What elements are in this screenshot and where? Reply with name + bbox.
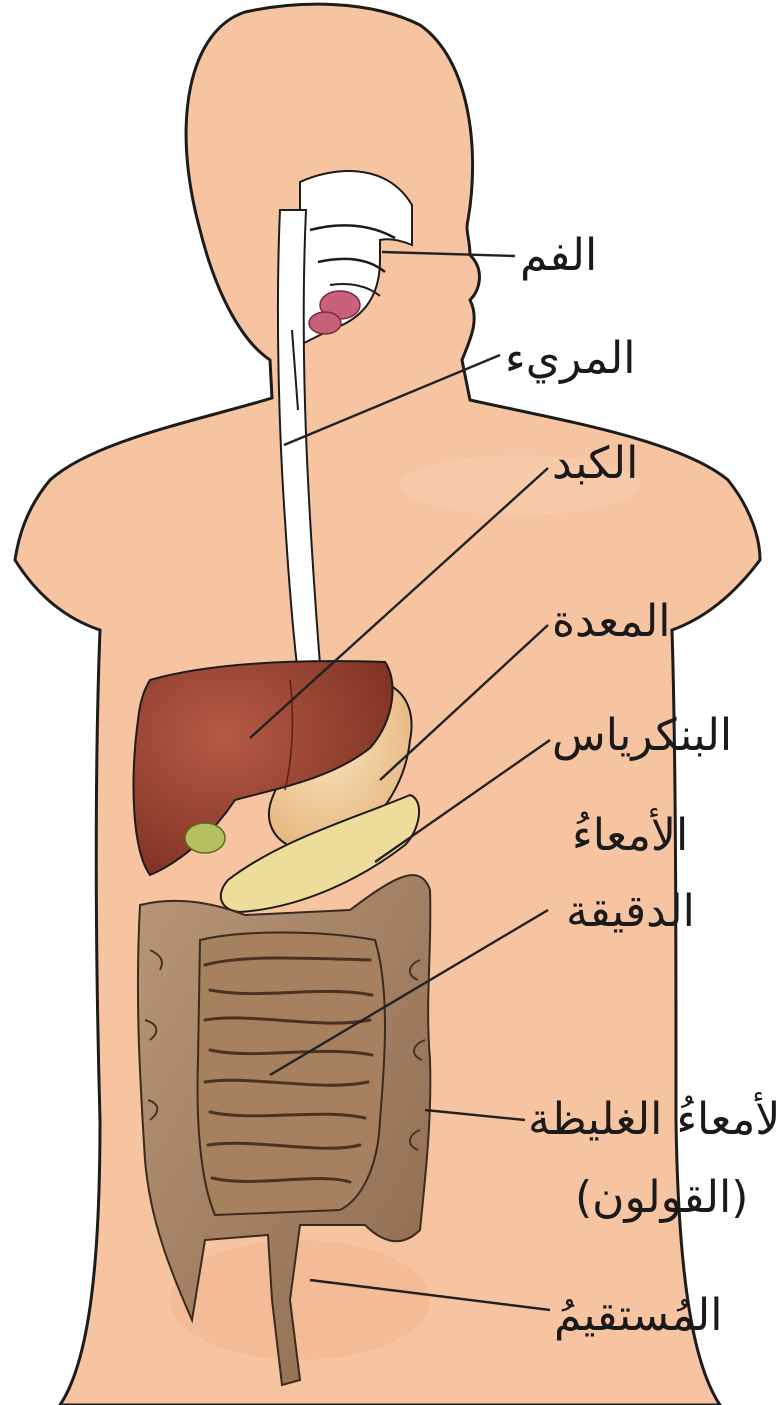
label-esophagus: المريء [505, 335, 635, 383]
label-large-intestine-line2: (القولون) [575, 1174, 748, 1222]
label-rectum: المُستقيمُ [554, 1292, 722, 1340]
label-mouth: الفم [520, 232, 597, 280]
label-small-intestine-line2: الدقيقة [566, 888, 695, 936]
gallbladder-organ [185, 823, 225, 853]
small-intestine-organ [198, 933, 385, 1216]
label-small-intestine-line1: الأمعاءُ [572, 812, 688, 860]
label-stomach: المعدة [552, 598, 670, 646]
label-large-intestine-line1: الأمعاءُ الغليظة [528, 1096, 779, 1144]
label-pancreas: البنكرياس [552, 712, 732, 760]
label-liver: الكبد [552, 440, 638, 488]
